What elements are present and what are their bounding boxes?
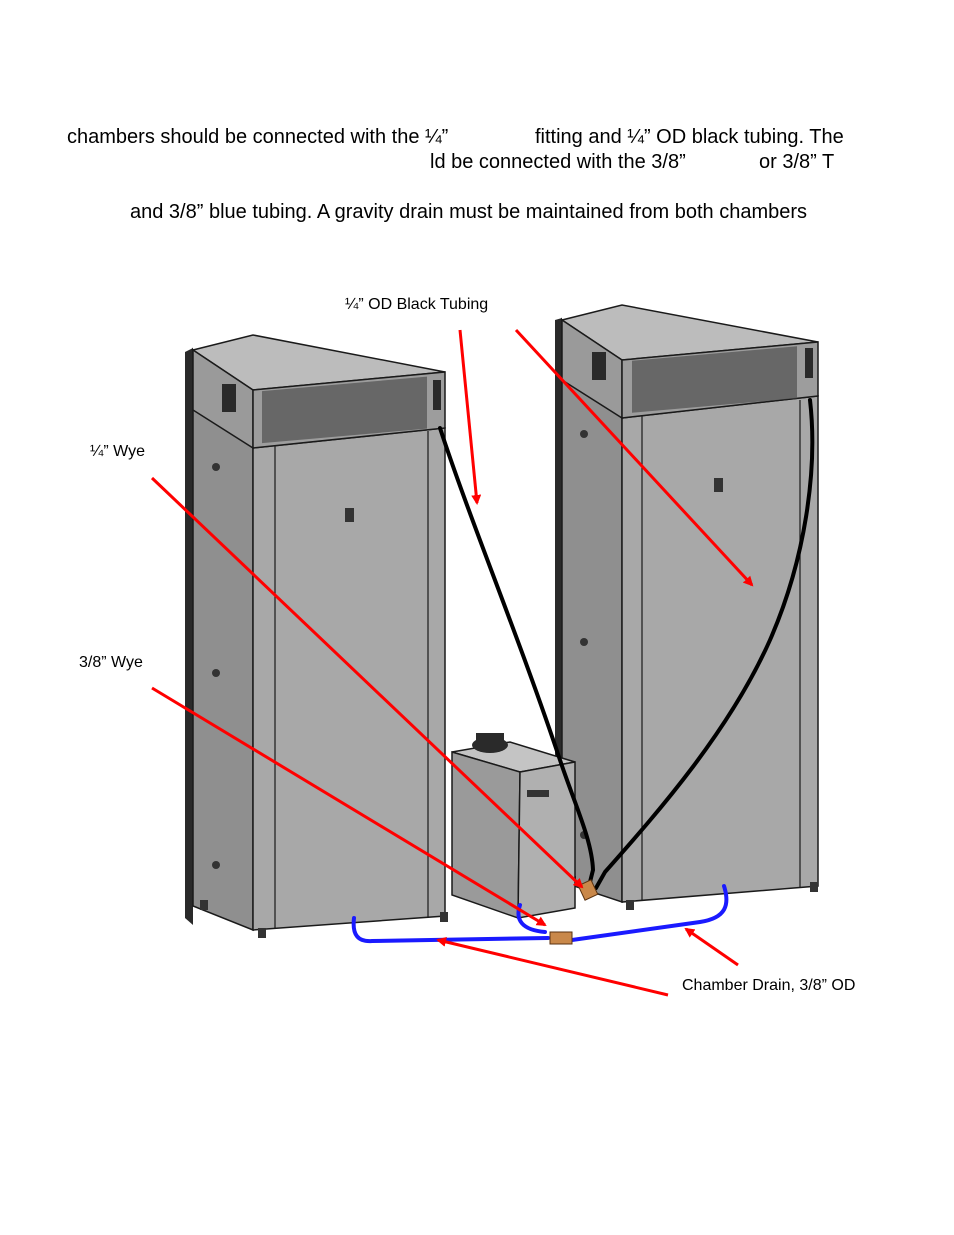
paragraph-line-3: and 3/8” blue tubing. A gravity drain mu…: [130, 201, 808, 223]
left-chamber: [185, 334, 448, 938]
center-unit: [451, 733, 576, 920]
paragraph-line-1a: chambers should be connected with the ¼”: [67, 126, 449, 148]
arrow-black-tubing-left: [458, 329, 482, 505]
paragraph-line-2a: ld be connected with the 3/8”: [430, 151, 686, 173]
label-three-eighths-wye: 3/8” Wye: [79, 654, 143, 671]
paragraph-line-1b: fitting and ¼” OD black tubing. The: [535, 126, 844, 148]
paragraph-line-2b: or 3/8” T: [759, 151, 835, 173]
arrow-black-tubing-right: [514, 328, 754, 587]
arrow-quarter-wye: [150, 476, 584, 889]
right-chamber: [555, 304, 819, 910]
arrow-drain-right: [684, 927, 739, 967]
arrow-three-eighths-wye: [151, 686, 547, 927]
black-tubing: [438, 398, 815, 892]
label-black-tubing: ¼” OD Black Tubing: [345, 296, 489, 313]
label-quarter-wye: ¼” Wye: [90, 443, 145, 460]
callout-arrows: [150, 328, 754, 997]
arrow-drain-left: [436, 936, 669, 997]
label-chamber-drain: Chamber Drain, 3/8” OD: [682, 977, 856, 994]
